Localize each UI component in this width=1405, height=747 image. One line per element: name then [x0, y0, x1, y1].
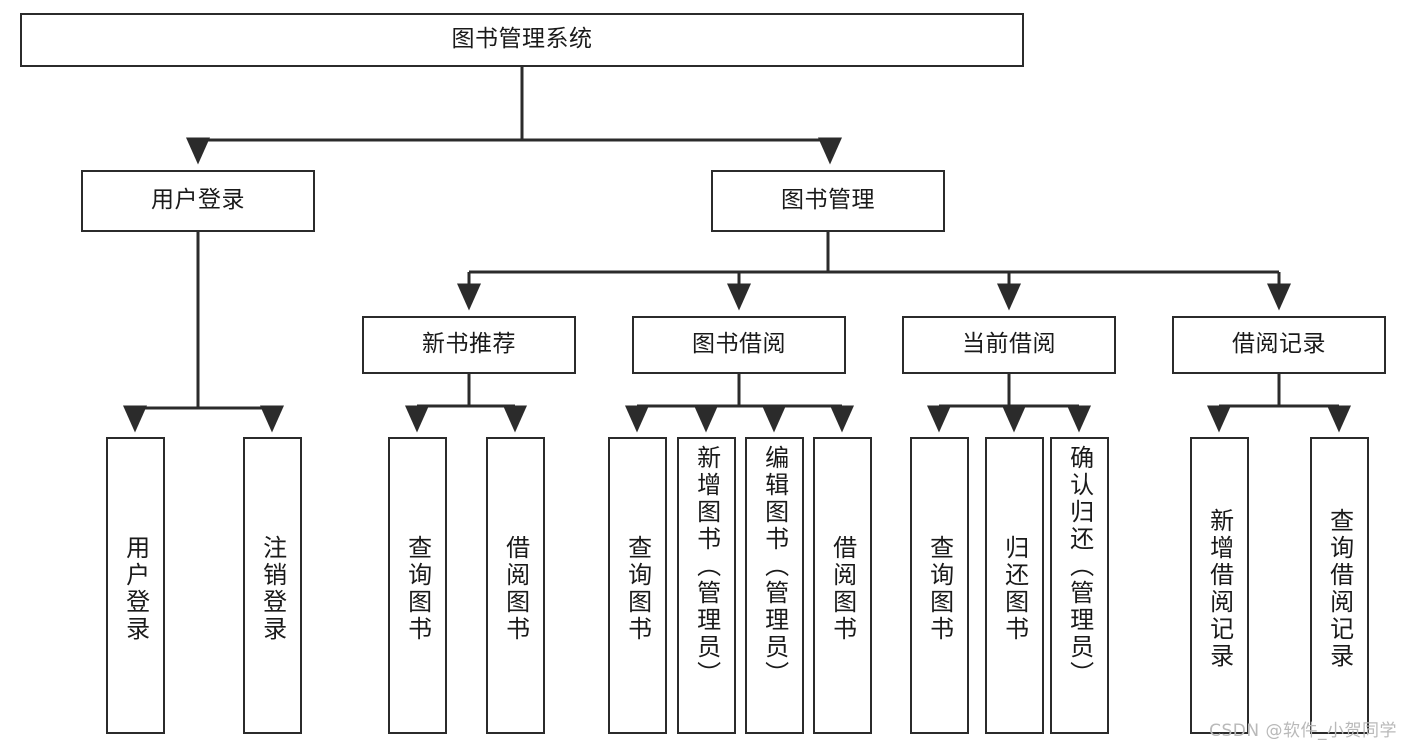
node-leaf-edit-book-admin[interactable]: 编辑图书（管理员） — [745, 437, 804, 734]
node-new-book-recommend[interactable]: 新书推荐 — [362, 316, 576, 374]
node-leaf-query-borrow-record[interactable]: 查询借阅记录 — [1310, 437, 1369, 734]
node-leaf-add-borrow-record[interactable]: 新增借阅记录 — [1190, 437, 1249, 734]
node-root-system[interactable]: 图书管理系统 — [20, 13, 1024, 67]
node-current-borrow[interactable]: 当前借阅 — [902, 316, 1116, 374]
node-leaf-query-book-borrow[interactable]: 查询图书 — [608, 437, 667, 734]
node-leaf-user-login[interactable]: 用户登录 — [106, 437, 165, 734]
node-book-management[interactable]: 图书管理 — [711, 170, 945, 232]
node-leaf-confirm-return-admin[interactable]: 确认归还（管理员） — [1050, 437, 1109, 734]
csdn-watermark: CSDN @软件_小贺同学 — [1209, 721, 1397, 741]
node-borrow-record[interactable]: 借阅记录 — [1172, 316, 1386, 374]
node-leaf-query-book-recommend[interactable]: 查询图书 — [388, 437, 447, 734]
node-leaf-borrow-book[interactable]: 借阅图书 — [813, 437, 872, 734]
node-leaf-borrow-book-recommend[interactable]: 借阅图书 — [486, 437, 545, 734]
node-leaf-add-book-admin[interactable]: 新增图书（管理员） — [677, 437, 736, 734]
node-leaf-query-book-current[interactable]: 查询图书 — [910, 437, 969, 734]
node-leaf-return-book[interactable]: 归还图书 — [985, 437, 1044, 734]
node-book-borrow[interactable]: 图书借阅 — [632, 316, 846, 374]
node-user-login[interactable]: 用户登录 — [81, 170, 315, 232]
node-leaf-user-logout[interactable]: 注销登录 — [243, 437, 302, 734]
